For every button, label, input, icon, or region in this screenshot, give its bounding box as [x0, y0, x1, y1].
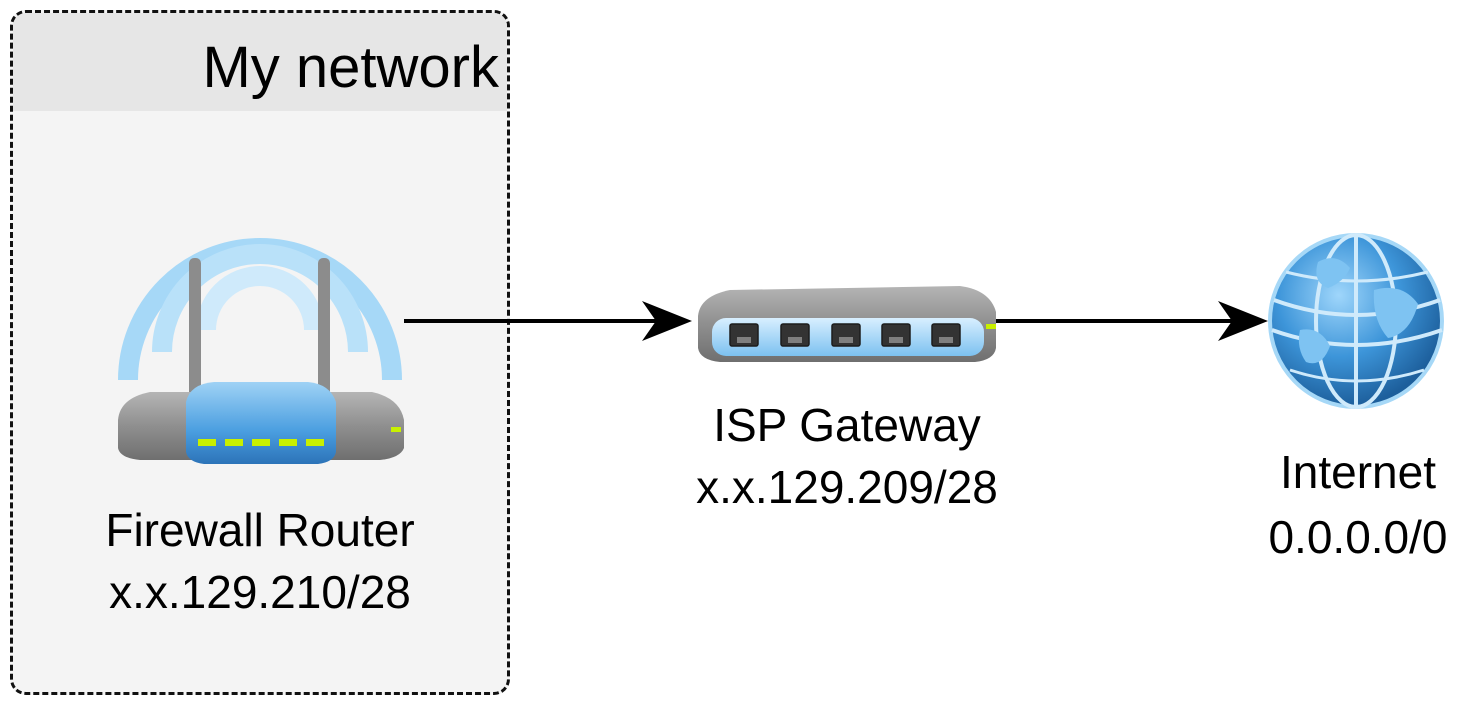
edge-gateway-to-internet: [996, 301, 1268, 341]
globe-icon: [1268, 233, 1444, 409]
edge-router-to-gateway: [404, 301, 692, 341]
router-address-label: x.x.129.210/28: [109, 566, 411, 618]
wifi-router-icon: [118, 238, 404, 464]
router-name-label: Firewall Router: [105, 504, 415, 556]
arrowhead-icon: [642, 301, 692, 341]
internet-address-label: 0.0.0.0/0: [1268, 511, 1448, 563]
arrowhead-icon: [1218, 301, 1268, 341]
gateway-address-label: x.x.129.209/28: [696, 461, 998, 513]
internet-name-label: Internet: [1280, 446, 1436, 498]
gateway-name-label: ISP Gateway: [713, 399, 981, 451]
group-header: [13, 13, 507, 111]
network-group: My network: [10, 10, 510, 695]
network-switch-icon: [698, 286, 996, 362]
group-title: My network: [202, 35, 499, 100]
